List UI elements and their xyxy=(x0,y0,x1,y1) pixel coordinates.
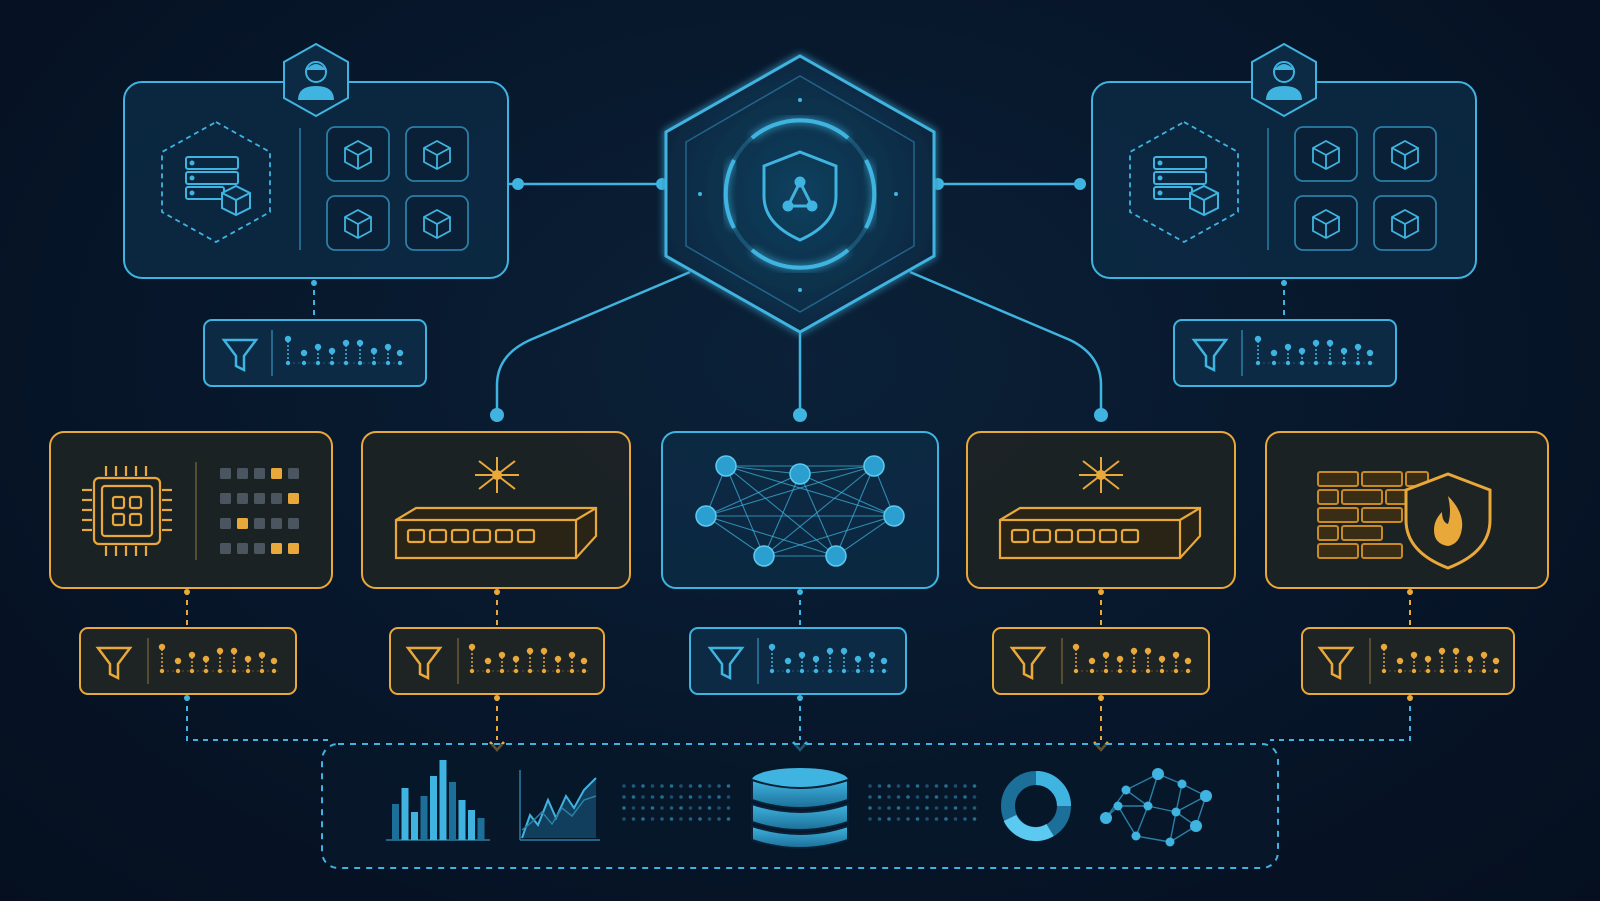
cloud-cluster-right[interactable] xyxy=(1091,42,1477,279)
server-cube-icon xyxy=(185,156,251,217)
dot-matrix-icon xyxy=(622,784,731,821)
signal-sparkline xyxy=(1380,643,1500,674)
cube-icon xyxy=(1312,139,1419,240)
filter-switch-left[interactable] xyxy=(389,627,605,695)
dash-processor-storage xyxy=(186,696,330,741)
switch-node-left[interactable] xyxy=(361,431,631,589)
filter-top-right[interactable] xyxy=(1173,319,1397,387)
mesh-network-node[interactable] xyxy=(661,431,939,589)
donut-chart-icon xyxy=(1001,771,1071,842)
hub-ring-arc xyxy=(864,159,877,229)
chip-pins xyxy=(82,466,172,556)
network-hub-icon xyxy=(475,457,519,493)
funnel-icon xyxy=(1009,646,1047,681)
funnel-icon xyxy=(707,646,745,681)
signal-sparkline xyxy=(468,643,588,674)
signal-sparkline xyxy=(158,643,278,674)
flame-icon xyxy=(1434,496,1463,546)
security-hub[interactable] xyxy=(664,54,936,334)
firewall-node[interactable] xyxy=(1265,431,1549,589)
funnel-icon xyxy=(405,646,443,681)
graph-network-icon xyxy=(1100,768,1212,847)
network-switch-icon xyxy=(998,506,1202,560)
hex-outline xyxy=(1129,120,1239,244)
hex-outline xyxy=(161,120,271,244)
filter-firewall[interactable] xyxy=(1301,627,1515,695)
dash-firewall-storage xyxy=(1270,696,1411,741)
tile-grid xyxy=(1294,126,1437,251)
server-cube-icon xyxy=(1153,156,1219,217)
funnel-icon xyxy=(1191,338,1229,373)
link-dot xyxy=(311,280,317,286)
processor-node[interactable] xyxy=(49,431,333,589)
hub-ring-arc xyxy=(750,118,850,140)
link-dot xyxy=(1074,178,1086,190)
signal-sparkline xyxy=(768,643,888,674)
link-dot xyxy=(1094,408,1108,422)
cpu-chip-icon xyxy=(82,466,172,556)
network-switch-icon xyxy=(394,506,598,560)
hub-ring-arc xyxy=(750,248,850,270)
shield-network-icon xyxy=(762,150,838,242)
funnel-icon xyxy=(221,338,259,373)
cloud-cluster-left[interactable] xyxy=(123,42,509,279)
data-lake[interactable] xyxy=(321,743,1279,869)
hub-ring-arc xyxy=(723,159,736,229)
database-icon xyxy=(751,768,849,849)
signal-sparkline xyxy=(1254,335,1374,366)
user-avatar-icon[interactable] xyxy=(1251,42,1317,118)
bar-chart-icon xyxy=(386,760,490,841)
switch-node-right[interactable] xyxy=(966,431,1236,589)
funnel-icon xyxy=(95,646,133,681)
status-grid xyxy=(220,468,299,554)
link-hub-switch-left xyxy=(495,270,691,414)
signal-sparkline xyxy=(284,335,404,366)
user-avatar-icon[interactable] xyxy=(283,42,349,118)
filter-top-left[interactable] xyxy=(203,319,427,387)
link-dot xyxy=(490,408,504,422)
firewall-icon xyxy=(1404,472,1492,570)
link-dot xyxy=(512,178,524,190)
mesh-network-icon xyxy=(695,455,905,567)
funnel-icon xyxy=(1317,646,1355,681)
link-hub-switch-right xyxy=(909,270,1103,414)
signal-sparkline xyxy=(1072,643,1192,674)
filter-switch-right[interactable] xyxy=(992,627,1210,695)
filter-processor[interactable] xyxy=(79,627,297,695)
cube-icon xyxy=(344,139,451,240)
filter-mesh[interactable] xyxy=(689,627,907,695)
dot-matrix-icon xyxy=(868,784,977,821)
link-dot xyxy=(793,408,807,422)
area-chart-icon xyxy=(519,770,600,841)
tile-grid xyxy=(326,126,469,251)
network-hub-icon xyxy=(1079,457,1123,493)
link-dot xyxy=(1281,280,1287,286)
